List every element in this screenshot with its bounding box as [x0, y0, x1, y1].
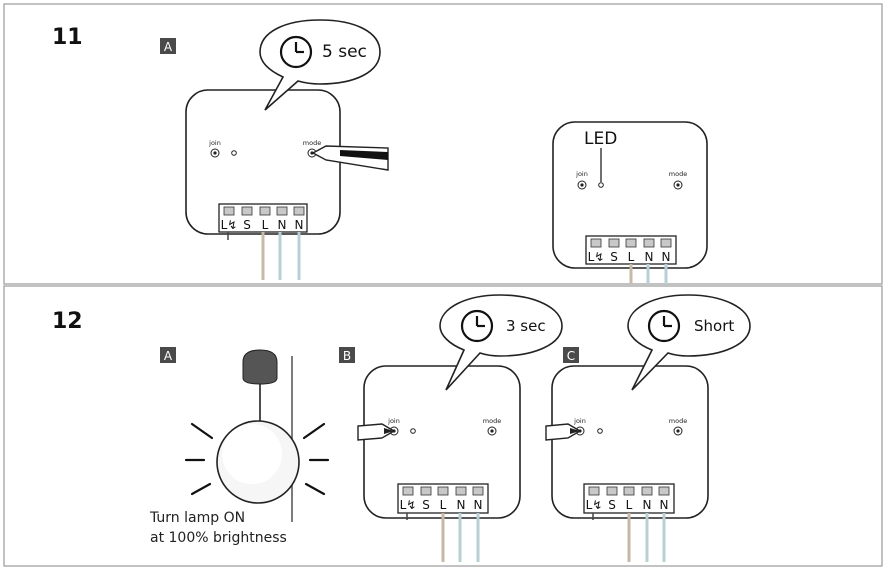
- step-11-panel-a-letter: A: [164, 40, 173, 54]
- speech-bubble-12c: Short: [627, 294, 751, 391]
- terminal-label: L↯: [221, 218, 238, 232]
- terminal-label: L↯: [586, 498, 603, 512]
- lamp-icon: [184, 349, 330, 522]
- screwdriver-icon: [357, 423, 396, 441]
- device-12b: join mode L↯ S L N N: [363, 365, 521, 519]
- terminal-label: L↯: [588, 250, 605, 264]
- step-11-frame: [3, 3, 883, 285]
- terminal-label: S: [608, 498, 616, 512]
- speech-bubble-11a: 5 sec: [259, 19, 381, 111]
- terminal-label: N: [660, 498, 669, 512]
- terminal-label: N: [457, 498, 466, 512]
- terminal-label: N: [295, 218, 304, 232]
- clock-icon: [279, 35, 313, 69]
- join-label: join: [208, 139, 221, 147]
- join-label: join: [573, 417, 586, 425]
- lamp-caption-line2: at 100% brightness: [150, 530, 287, 546]
- mode-label: mode: [483, 417, 501, 425]
- terminal-label: N: [278, 218, 287, 232]
- speech-bubble-12b: 3 sec: [439, 294, 563, 391]
- bubble-text: 3 sec: [506, 317, 546, 335]
- screwdriver-icon: [545, 423, 582, 441]
- terminal-label: L: [628, 250, 635, 264]
- join-label: join: [575, 170, 588, 178]
- screwdriver-icon: [311, 145, 389, 171]
- step-11-panel-a-box: [160, 38, 176, 54]
- clock-icon: [460, 309, 494, 343]
- mode-label: mode: [669, 417, 687, 425]
- device-12c: join mode L↯ S L N N: [551, 365, 709, 519]
- terminal-label: S: [243, 218, 251, 232]
- terminal-label: S: [422, 498, 430, 512]
- terminal-label: L: [626, 498, 633, 512]
- terminal-label: S: [610, 250, 618, 264]
- terminal-label: L: [262, 218, 269, 232]
- wires-11a: [227, 232, 301, 280]
- mode-label: mode: [669, 170, 687, 178]
- mode-label: mode: [303, 139, 321, 147]
- bubble-text: 5 sec: [322, 42, 367, 62]
- step-12-panel-a-box: [160, 347, 176, 363]
- device-11-led: LED join mode L↯ S L N N: [552, 121, 708, 269]
- wires-12c: [592, 513, 666, 562]
- terminal-label: L: [440, 498, 447, 512]
- terminal-label: N: [662, 250, 671, 264]
- step-12-panel-a-letter: A: [164, 349, 173, 363]
- bubble-text: Short: [694, 317, 734, 335]
- terminal-label: N: [474, 498, 483, 512]
- step-12-panel-c-box: [563, 347, 579, 363]
- join-label: join: [387, 417, 400, 425]
- wires-12b: [406, 513, 480, 562]
- wires-11-led: [629, 264, 668, 284]
- step-12-frame: [3, 285, 883, 567]
- terminal-label: N: [645, 250, 654, 264]
- step-12-panel-c-letter: C: [567, 349, 575, 363]
- step-12-panel-b-box: [339, 347, 355, 363]
- lamp-caption-line1: Turn lamp ON: [149, 510, 245, 526]
- step-11-number: 11: [52, 25, 83, 50]
- step-12-number: 12: [52, 309, 83, 334]
- device-11a: join mode L↯ S L N N: [185, 89, 341, 235]
- terminal-label: N: [643, 498, 652, 512]
- terminal-label: L↯: [400, 498, 417, 512]
- led-label: LED: [584, 129, 617, 149]
- step-12-panel-b-letter: B: [343, 349, 351, 363]
- clock-icon: [647, 309, 681, 343]
